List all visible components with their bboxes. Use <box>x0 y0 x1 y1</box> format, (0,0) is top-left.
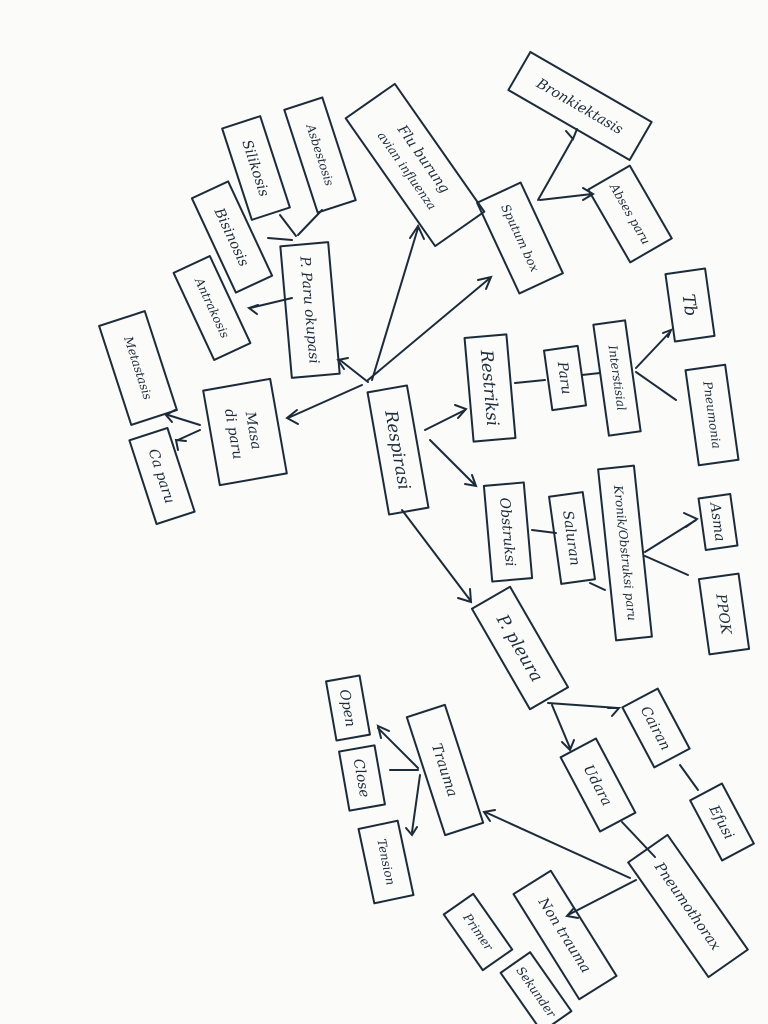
edge-okupasi-asbestosis <box>297 209 323 236</box>
node-abses-paru: Abses paru <box>587 164 673 264</box>
node-metastasis-label: Metastasis <box>121 334 155 402</box>
node-p-pleura-label: P. pleura <box>491 610 546 685</box>
node-obstruksi: Obstruksi <box>482 481 534 583</box>
node-close: Close <box>338 744 386 812</box>
edge-sputum-abses <box>539 193 593 201</box>
node-ca-paru: Ca paru <box>128 426 196 526</box>
edge-restriksi-paru <box>514 379 546 384</box>
node-silikosis-label: Silikosis <box>238 138 271 199</box>
node-interstisial: Interstisial <box>592 319 642 437</box>
node-masa: Masa di paru <box>202 377 288 487</box>
node-flu-burung: Flu burung avian influenza <box>344 82 486 248</box>
node-p-pleura: P. pleura <box>470 585 570 711</box>
node-antrakosis: Antrakosis <box>172 255 252 361</box>
node-asma-label: Asma <box>706 500 728 543</box>
node-asma: Asma <box>697 493 739 551</box>
edge-respirasi-pleura <box>401 509 471 601</box>
node-asbestosis-label: Asbestosis <box>303 121 336 187</box>
node-obstruksi-label: Obstruksi <box>496 497 518 567</box>
node-p-paru-okupasi: P. Paru okupasi <box>279 241 341 379</box>
node-tb-label: Tb <box>678 293 701 318</box>
node-silikosis: Silikosis <box>221 115 291 221</box>
node-pneumonia-label: Pneumonia <box>700 379 723 449</box>
edge-okupasi-silikosis <box>279 214 297 237</box>
edge-saluran-kronik <box>589 582 606 591</box>
node-primer: Primer <box>442 892 514 972</box>
edge-udara-pneumothorax <box>621 821 656 858</box>
node-pneumonia: Pneumonia <box>684 363 740 467</box>
edge-masa-capar <box>177 429 201 441</box>
node-tb: Tb <box>664 267 716 343</box>
edge-paru-interstisial <box>581 372 601 376</box>
node-ppok-label: PPOK <box>712 592 734 637</box>
edge-trauma-open <box>377 727 419 769</box>
node-bronkiektasis: Bronkiektasis <box>507 50 653 162</box>
node-kronik: Kronik/Obstruksi paru <box>597 464 653 642</box>
node-pneumothorax-label: Pneumothorax <box>650 859 723 954</box>
edge-interstisial-tb <box>635 331 671 369</box>
edge-sputum-bronkiektasis <box>537 139 573 201</box>
node-respirasi-label: Respirasi <box>380 408 414 492</box>
node-masa-label: Masa <box>242 409 265 450</box>
edge-respirasi-flu <box>371 227 419 381</box>
node-metastasis: Metastasis <box>98 310 178 426</box>
edge-okupasi-bisinosis <box>267 237 293 241</box>
node-interstisial-label: Interstisial <box>605 343 628 411</box>
edge-respirasi-masa <box>287 384 363 419</box>
edge-respirasi-obstruksi <box>429 439 476 486</box>
edge-interstisial-pneumonia <box>635 371 677 401</box>
node-open: Open <box>325 674 371 742</box>
node-paru-label: Paru <box>554 360 575 396</box>
node-bronkiektasis-label: Bronkiektasis <box>533 75 626 138</box>
node-udara: Udara <box>559 737 637 833</box>
node-tension-label: Tension <box>374 838 397 887</box>
edge-kronik-ppok <box>644 555 689 576</box>
node-antrakosis-label: Antrakosis <box>192 275 232 341</box>
edge-pleura-udara <box>551 704 571 749</box>
node-saluran-label: Saluran <box>559 510 583 567</box>
node-abses-paru-label: Abses paru <box>606 180 653 247</box>
node-restriksi: Restriksi <box>463 333 517 443</box>
edge-respirasi-okupasi <box>339 359 369 383</box>
edge-masa-metastasis <box>167 414 201 426</box>
node-primer-label: Primer <box>460 910 497 954</box>
node-efusi: Efusi <box>689 782 755 862</box>
node-sekunder: Sekunder <box>499 951 573 1024</box>
edge-obstruksi-saluran <box>531 529 557 534</box>
node-depan-label: di paru <box>221 408 246 461</box>
node-close-label: Close <box>350 758 373 799</box>
node-trauma-label: Trauma <box>428 742 460 799</box>
edge-pneumothorax-trauma <box>484 811 631 879</box>
node-kronik-label: Kronik/Obstruksi paru <box>611 484 639 622</box>
edge-pleura-cairan <box>547 702 619 709</box>
node-p-paru-okupasi-label: P. Paru okupasi <box>296 255 321 365</box>
node-asbestosis: Asbestosis <box>283 96 357 214</box>
edge-pneumothorax-nontrauma <box>567 879 637 916</box>
edge-cairan-efusi <box>679 764 699 791</box>
edge-trauma-tension <box>411 774 421 833</box>
node-ca-paru-label: Ca paru <box>145 447 178 506</box>
node-saluran: Saluran <box>548 491 596 585</box>
arrowheads <box>164 128 699 919</box>
node-tension: Tension <box>357 819 415 905</box>
node-respirasi: Respirasi <box>366 384 430 516</box>
edge-respirasi-sputum <box>367 277 491 381</box>
edge-respirasi-restriksi <box>424 409 466 431</box>
node-ppok: PPOK <box>697 572 751 656</box>
node-restriksi-label: Restriksi <box>476 348 503 427</box>
node-sekunder-label: Sekunder <box>513 964 559 1021</box>
node-cairan: Cairan <box>621 687 691 769</box>
node-open-label: Open <box>336 688 358 728</box>
node-bisinosis-label: Bisinosis <box>210 205 251 270</box>
node-paru: Paru <box>542 344 588 412</box>
